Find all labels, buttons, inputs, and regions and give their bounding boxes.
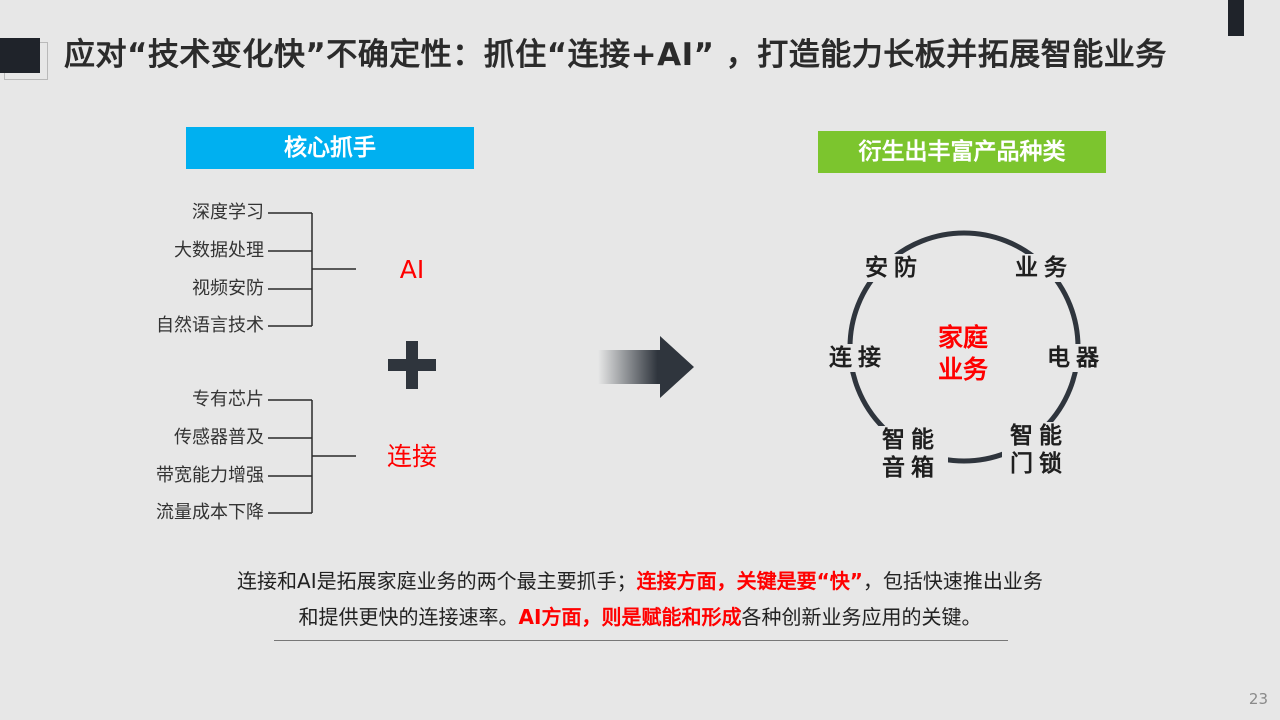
node-smart-speaker-line2: 音箱 [882,455,940,481]
title-decoration-block [0,38,40,73]
node-appliance: 电器 [1040,344,1112,372]
node-security: 安防 [858,254,930,282]
summary-part1: 连接和AI是拓展家庭业务的两个最主要抓手； [237,569,637,593]
top-right-accent-bar [1228,0,1244,36]
connect-item-sensor: 传感器普及 [174,427,264,448]
summary-part4: 和提供更快的连接速率。 [298,605,519,629]
summary-part6: 各种创新业务应用的关键。 [741,605,982,629]
node-business: 业务 [1008,254,1080,282]
arrow-right-icon [598,336,694,398]
ai-item-nlp: 自然语言技术 [156,315,264,336]
ai-item-video-security: 视频安防 [192,278,264,299]
summary-text: 连接和AI是拓展家庭业务的两个最主要抓手；连接方面，关键是要“快”，包括快速推出… [150,563,1130,635]
circle-center-line1: 家庭 [937,323,988,352]
ai-item-deep-learning: 深度学习 [192,202,264,223]
plus-icon [380,330,444,400]
page-number: 23 [1248,690,1268,708]
node-smart-lock-line2: 门锁 [1010,451,1068,477]
core-grip-banner: 核心抓手 [186,127,474,169]
summary-part5-highlight: AI方面，则是赋能和形成 [518,605,742,629]
node-connect: 连接 [822,344,894,372]
slide-title: 应对“技术变化快”不确定性：抓住“连接+AI” ，打造能力长板并拓展智能业务 [64,37,1167,73]
circle-center-label: 家庭 业务 [913,322,1013,386]
node-smart-lock: 智能 门锁 [1002,422,1076,478]
node-smart-speaker-line1: 智能 [882,427,940,453]
summary-underline [274,640,1008,641]
connect-item-bandwidth: 带宽能力增强 [156,465,264,486]
ai-group-label: AI [399,255,425,284]
node-smart-lock-line1: 智能 [1010,423,1068,449]
summary-part3: ，包括快速推出业务 [862,569,1043,593]
product-types-banner: 衍生出丰富产品种类 [818,131,1106,173]
connect-item-traffic-cost: 流量成本下降 [156,502,264,523]
circle-center-line2: 业务 [937,355,988,384]
connect-group-label: 连接 [386,442,437,471]
summary-part2-highlight: 连接方面，关键是要“快” [636,569,863,593]
ai-item-big-data: 大数据处理 [174,240,264,261]
node-smart-speaker: 智能 音箱 [874,426,948,482]
connect-item-chip: 专有芯片 [192,389,264,410]
